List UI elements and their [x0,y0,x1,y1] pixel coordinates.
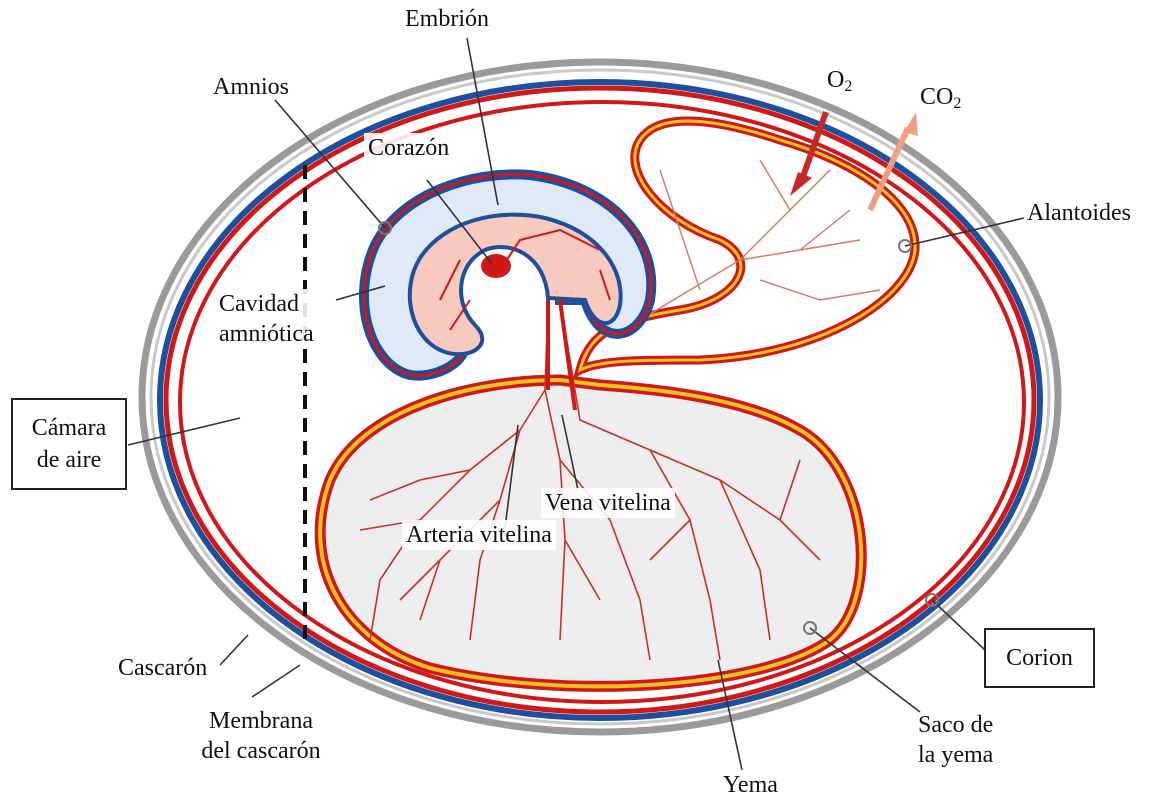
label-alantoides: Alantoides [1027,198,1131,228]
label-vena-vitelina: Vena vitelina [541,488,675,518]
label-corion: Corion [984,628,1095,688]
label-camara-de-aire: Cámara de aire [11,398,127,490]
co2-sub: 2 [953,95,961,112]
label-amnios: Amnios [213,72,289,102]
label-corazon: Corazón [364,133,453,163]
label-membrana-del-cascaron: Membrana del cascarón [186,706,336,766]
label-co2: CO2 [920,82,961,119]
label-embrion: Embrión [405,4,489,34]
o2-sub: 2 [844,78,852,95]
label-cavidad-amniotica: Cavidad amniótica [215,289,318,349]
label-o2: O2 [827,65,852,102]
heart [481,254,511,278]
co2-base: CO [920,84,953,110]
label-cascaron: Cascarón [118,653,207,683]
label-arteria-vitelina: Arteria vitelina [402,520,556,550]
label-saco-de-la-yema: Saco de la yema [918,710,993,770]
o2-base: O [827,67,844,93]
label-yema: Yema [723,770,778,800]
